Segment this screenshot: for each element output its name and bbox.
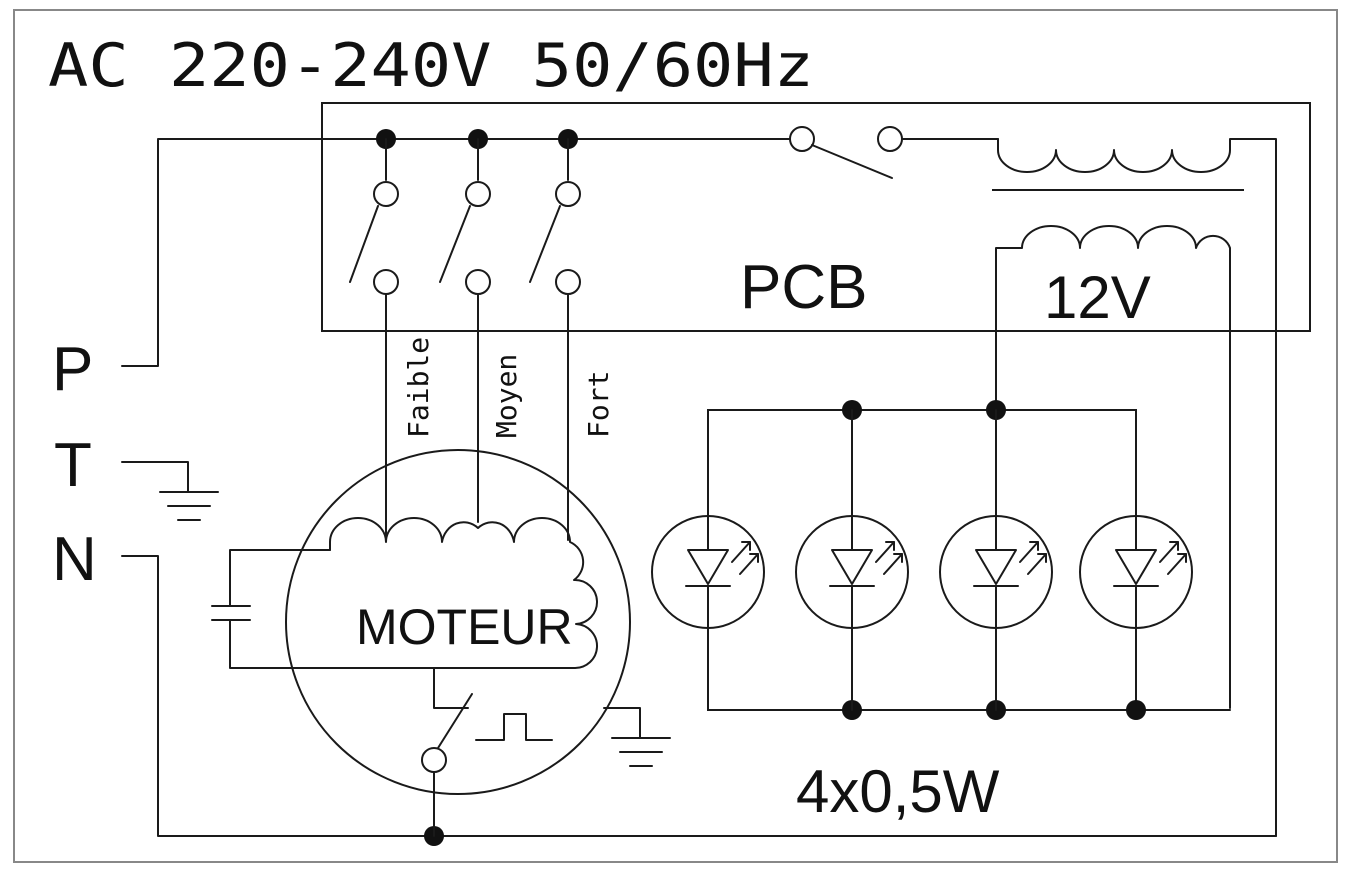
pcb-box — [321, 102, 1311, 332]
thermal-switch — [421, 667, 473, 837]
motor-earth-symbol — [603, 707, 671, 767]
neutral-wire — [121, 555, 1277, 837]
led-4 — [1079, 515, 1193, 629]
speed-label-fort: Fort — [582, 371, 615, 438]
junction-dot — [1126, 700, 1146, 720]
pulse-symbol — [475, 713, 553, 741]
speed-switch-moyen — [439, 138, 491, 295]
motor-winding — [329, 517, 598, 670]
led-3 — [939, 515, 1053, 629]
led-1 — [651, 515, 765, 629]
motor-label: MOTEUR — [356, 599, 573, 655]
speed-label-faible: Faible — [402, 337, 435, 438]
outer-frame — [13, 9, 1338, 863]
led-spec-label: 4x0,5W — [796, 758, 1000, 825]
transformer-primary — [997, 138, 1277, 837]
main-switch — [789, 126, 999, 179]
motor-housing — [285, 449, 631, 795]
earth-symbol — [121, 461, 219, 521]
speed-switch-faible — [349, 138, 399, 295]
supply-title: AC 220-240V 50/60Hz — [48, 31, 814, 101]
speed-switch-fort — [529, 138, 581, 295]
terminal-n: N — [52, 525, 97, 594]
terminal-t: T — [54, 431, 92, 500]
speed-label-moyen: Moyen — [490, 354, 523, 438]
led-bank-frame — [707, 409, 1137, 711]
pcb-label: PCB — [740, 253, 867, 322]
transformer-output-label: 12V — [1044, 264, 1151, 331]
terminal-p: P — [52, 335, 93, 404]
capacitor — [211, 549, 575, 669]
led-2 — [795, 515, 909, 629]
transformer-secondary — [995, 225, 1231, 709]
